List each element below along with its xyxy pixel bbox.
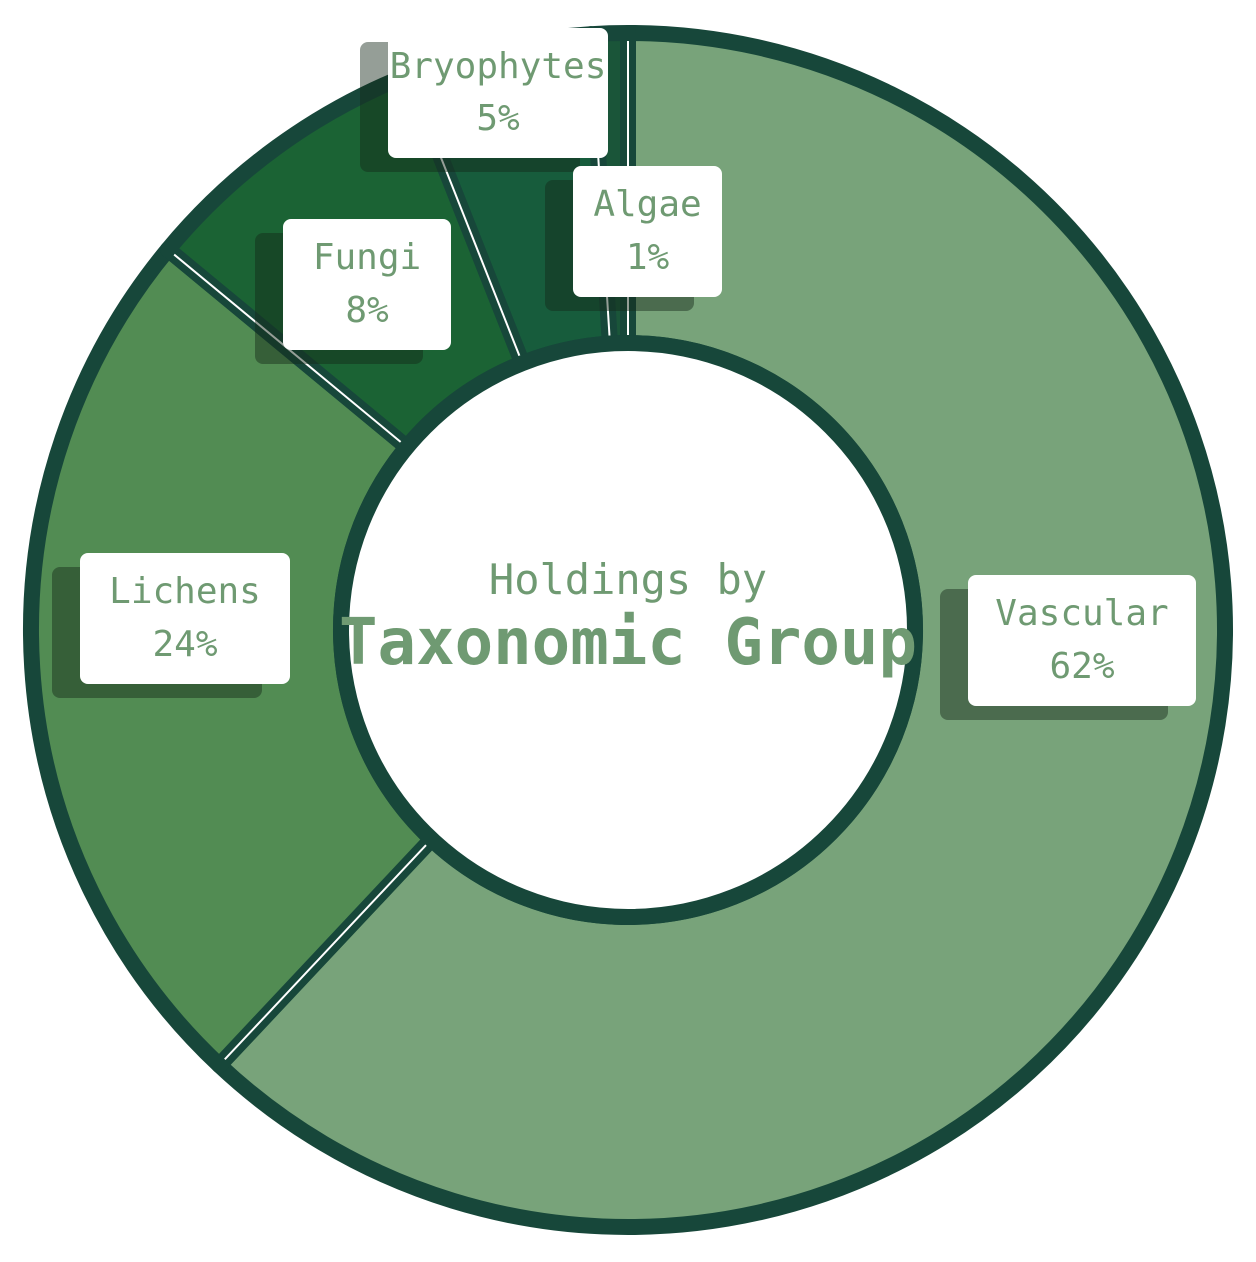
chart-title-line2: Taxonomic Group xyxy=(339,606,917,681)
slice-percent: 62% xyxy=(1049,645,1115,687)
slice-separator xyxy=(224,844,427,1061)
slice-label: Bryophytes xyxy=(389,45,607,87)
slice-percent: 1% xyxy=(625,236,670,278)
slice-label: Algae xyxy=(593,184,702,226)
slice-percent: 24% xyxy=(152,623,218,665)
chart-title-line1: Holdings by xyxy=(488,555,768,604)
slice-label: Fungi xyxy=(312,237,422,279)
chart-title: Holdings by Taxonomic Group xyxy=(328,555,928,682)
slice-percent: 8% xyxy=(345,289,389,331)
donut-hole xyxy=(333,335,923,925)
data-label-fungi: Fungi 8% xyxy=(283,219,451,350)
slice-label: Vascular xyxy=(995,593,1169,635)
slice-percent: 5% xyxy=(476,98,520,139)
data-label-lichens: Lichens 24% xyxy=(80,553,290,684)
data-label-bryophytes: Bryophytes 5% xyxy=(388,28,608,158)
slice-label: Lichens xyxy=(109,571,261,613)
data-label-vascular: Vascular 62% xyxy=(968,575,1196,706)
data-label-algae: Algae 1% xyxy=(573,166,722,297)
